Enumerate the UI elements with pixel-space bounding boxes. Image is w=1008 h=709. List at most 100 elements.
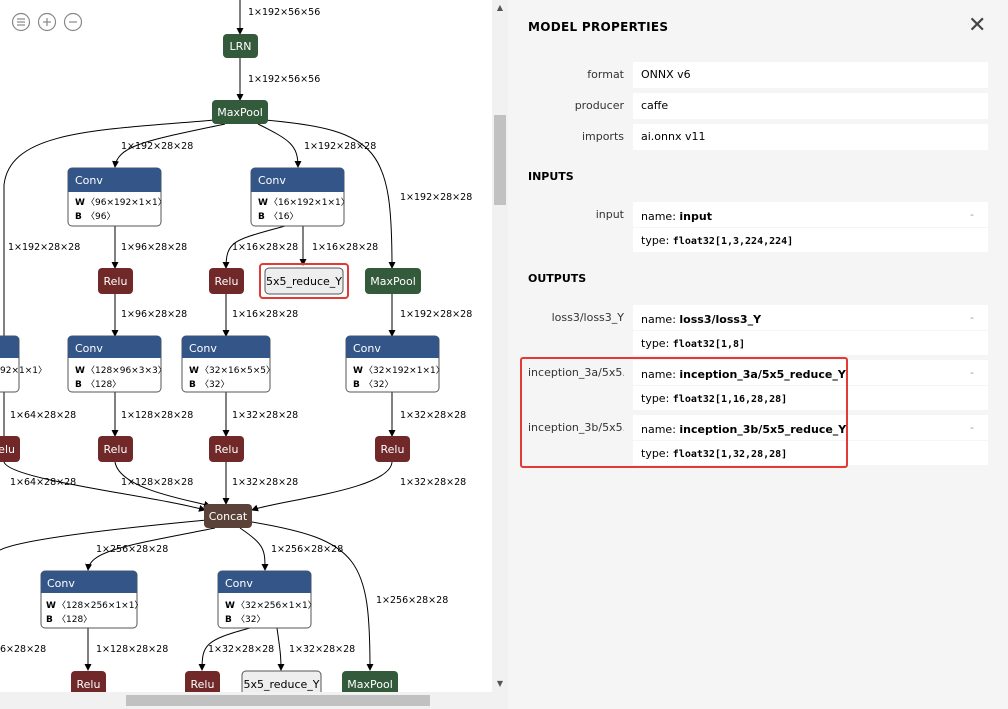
svg-text:W: W <box>353 366 363 376</box>
zoom-in-icon[interactable] <box>37 12 57 32</box>
expand-icon[interactable]: - <box>970 208 974 221</box>
svg-text:B: B <box>225 615 232 625</box>
svg-text:B: B <box>189 380 196 390</box>
svg-text:Conv: Conv <box>258 174 286 187</box>
svg-text:〈128〉: 〈128〉 <box>86 379 121 390</box>
output-label: loss3/loss3_Y <box>551 311 624 324</box>
node-conv-3[interactable]: Conv W 〈128×96×3×3〉 B 〈128〉 <box>67 335 167 393</box>
svg-text:Relu: Relu <box>77 678 101 691</box>
node-conv-7[interactable]: Conv W 〈32×256×1×1〉 B 〈32〉 <box>217 570 317 629</box>
edge-label: 1×16×28×28 <box>312 242 378 253</box>
node-conv-5[interactable]: Conv W 〈32×192×1×1〉 B 〈32〉 <box>345 335 445 393</box>
edge-label: 1×96×28×28 <box>121 242 187 253</box>
svg-text:5x5_reduce_Y: 5x5_reduce_Y <box>243 678 319 691</box>
input-item[interactable]: name: input type: float32[1,3,224,224] - <box>633 202 988 252</box>
node-conv-left[interactable]: 92×1×1〉 <box>0 335 47 393</box>
node-relu[interactable]: Relu <box>98 268 133 294</box>
menu-icon[interactable] <box>11 12 31 32</box>
svg-text:B: B <box>353 380 360 390</box>
svg-text:Conv: Conv <box>47 577 75 590</box>
svg-text:W: W <box>189 366 199 376</box>
node-relu[interactable]: Relu <box>185 671 220 692</box>
node-concat[interactable]: Concat <box>204 504 252 528</box>
edge-label: 1×32×28×28 <box>232 410 298 421</box>
edge-label: 1×192×28×28 <box>400 309 472 320</box>
svg-text:〈16×192×1×1〉: 〈16×192×1×1〉 <box>269 197 350 208</box>
node-conv-6[interactable]: Conv W 〈128×256×1×1〉 B 〈128〉 <box>40 570 143 629</box>
svg-text:〈128×96×3×3〉: 〈128×96×3×3〉 <box>86 365 167 376</box>
scrollbar-thumb[interactable] <box>494 115 506 205</box>
node-conv-4[interactable]: Conv W 〈32×16×5×5〉 B 〈32〉 <box>181 335 275 393</box>
svg-text:〈128×256×1×1〉: 〈128×256×1×1〉 <box>57 600 143 611</box>
node-maxpool-2[interactable]: MaxPool <box>365 268 421 294</box>
node-maxpool-3[interactable]: MaxPool <box>342 671 398 692</box>
edge-label: 1×64×28×28 <box>10 477 76 488</box>
node-conv-1[interactable]: Conv W 〈96×192×1×1〉 B 〈96〉 <box>67 167 167 227</box>
svg-text:Conv: Conv <box>75 342 103 355</box>
highlight-box <box>520 357 848 468</box>
node-relu[interactable]: Relu <box>209 436 244 462</box>
svg-text:MaxPool: MaxPool <box>370 275 416 288</box>
edge-label: 1×128×28×28 <box>121 410 193 421</box>
node-maxpool[interactable]: MaxPool <box>212 100 268 124</box>
scrollbar-thumb[interactable] <box>126 695 430 706</box>
zoom-out-icon[interactable] <box>63 12 83 32</box>
edge-label: 6×28×28 <box>0 644 46 655</box>
output-item[interactable]: name: inception_3b/5x5_reduce_Y type: fl… <box>633 415 988 465</box>
output-item[interactable]: name: loss3/loss3_Y type: float32[1,8] - <box>633 305 988 355</box>
node-5x5-reduce-output-2[interactable]: 5x5_reduce_Y <box>241 670 322 692</box>
node-relu[interactable]: Relu <box>375 436 410 462</box>
edge-label: 1×128×28×28 <box>121 477 193 488</box>
svg-text:B: B <box>75 380 82 390</box>
edge-label: 1×192×28×28 <box>400 192 472 203</box>
svg-text:Concat: Concat <box>209 510 248 523</box>
output-item[interactable]: name: inception_3a/5x5_reduce_Y type: fl… <box>633 360 988 410</box>
horizontal-scrollbar[interactable] <box>0 692 492 709</box>
svg-text:〈32×16×5×5〉: 〈32×16×5×5〉 <box>200 365 275 376</box>
prop-value: ai.onnx v11 <box>633 124 988 150</box>
model-properties-panel: MODEL PROPERTIES ✕ format ONNX v6 produc… <box>508 0 1008 709</box>
edge-label: 1×32×28×28 <box>400 410 466 421</box>
scroll-up-icon[interactable]: ▲ <box>496 3 504 12</box>
svg-text:〈32〉: 〈32〉 <box>200 379 229 390</box>
svg-text:B: B <box>46 615 53 625</box>
edge-label: 1×96×28×28 <box>121 309 187 320</box>
scroll-down-icon[interactable]: ▼ <box>496 679 504 688</box>
output-label: inception_3b/5x5... <box>528 421 624 434</box>
node-relu[interactable]: Relu <box>0 436 20 462</box>
svg-text:〈96〉: 〈96〉 <box>86 211 115 222</box>
svg-text:LRN: LRN <box>230 40 252 53</box>
panel-title: MODEL PROPERTIES <box>528 20 669 34</box>
edge-label: 1×256×28×28 <box>271 544 343 555</box>
expand-icon[interactable]: - <box>970 421 974 434</box>
node-relu[interactable]: Relu <box>209 268 244 294</box>
svg-text:Conv: Conv <box>225 577 253 590</box>
expand-icon[interactable]: - <box>970 311 974 324</box>
prop-value: caffe <box>633 93 988 119</box>
svg-text:Relu: Relu <box>0 443 15 456</box>
prop-label: format <box>587 68 624 81</box>
close-icon[interactable]: ✕ <box>968 13 987 38</box>
svg-text:〈128〉: 〈128〉 <box>57 614 92 625</box>
node-conv-2[interactable]: Conv W 〈16×192×1×1〉 B 〈16〉 <box>250 167 350 227</box>
svg-text:W: W <box>258 198 268 208</box>
svg-text:〈32〉: 〈32〉 <box>364 379 393 390</box>
input-label: input <box>595 208 624 221</box>
edge-label: 1×256×28×28 <box>376 595 448 606</box>
svg-text:Relu: Relu <box>381 443 405 456</box>
svg-text:Relu: Relu <box>191 678 215 691</box>
svg-text:W: W <box>225 601 235 611</box>
svg-text:Conv: Conv <box>189 342 217 355</box>
graph-canvas[interactable]: 1×192×56×56 1×192×56×56 1×192×28×28 1×19… <box>0 0 508 709</box>
svg-text:〈32〉: 〈32〉 <box>236 614 265 625</box>
graph-svg[interactable]: 1×192×56×56 1×192×56×56 1×192×28×28 1×19… <box>0 0 492 692</box>
node-relu[interactable]: Relu <box>98 436 133 462</box>
svg-text:W: W <box>75 366 85 376</box>
edge-label: 1×192×56×56 <box>248 74 320 85</box>
vertical-scrollbar[interactable]: ▲ ▼ <box>492 0 508 709</box>
node-5x5-reduce-output[interactable]: 5x5_reduce_Y <box>259 263 349 299</box>
node-lrn[interactable]: LRN <box>223 34 258 58</box>
node-relu[interactable]: Relu <box>71 671 106 692</box>
expand-icon[interactable]: - <box>970 366 974 379</box>
edge-label: 1×192×28×28 <box>8 242 80 253</box>
